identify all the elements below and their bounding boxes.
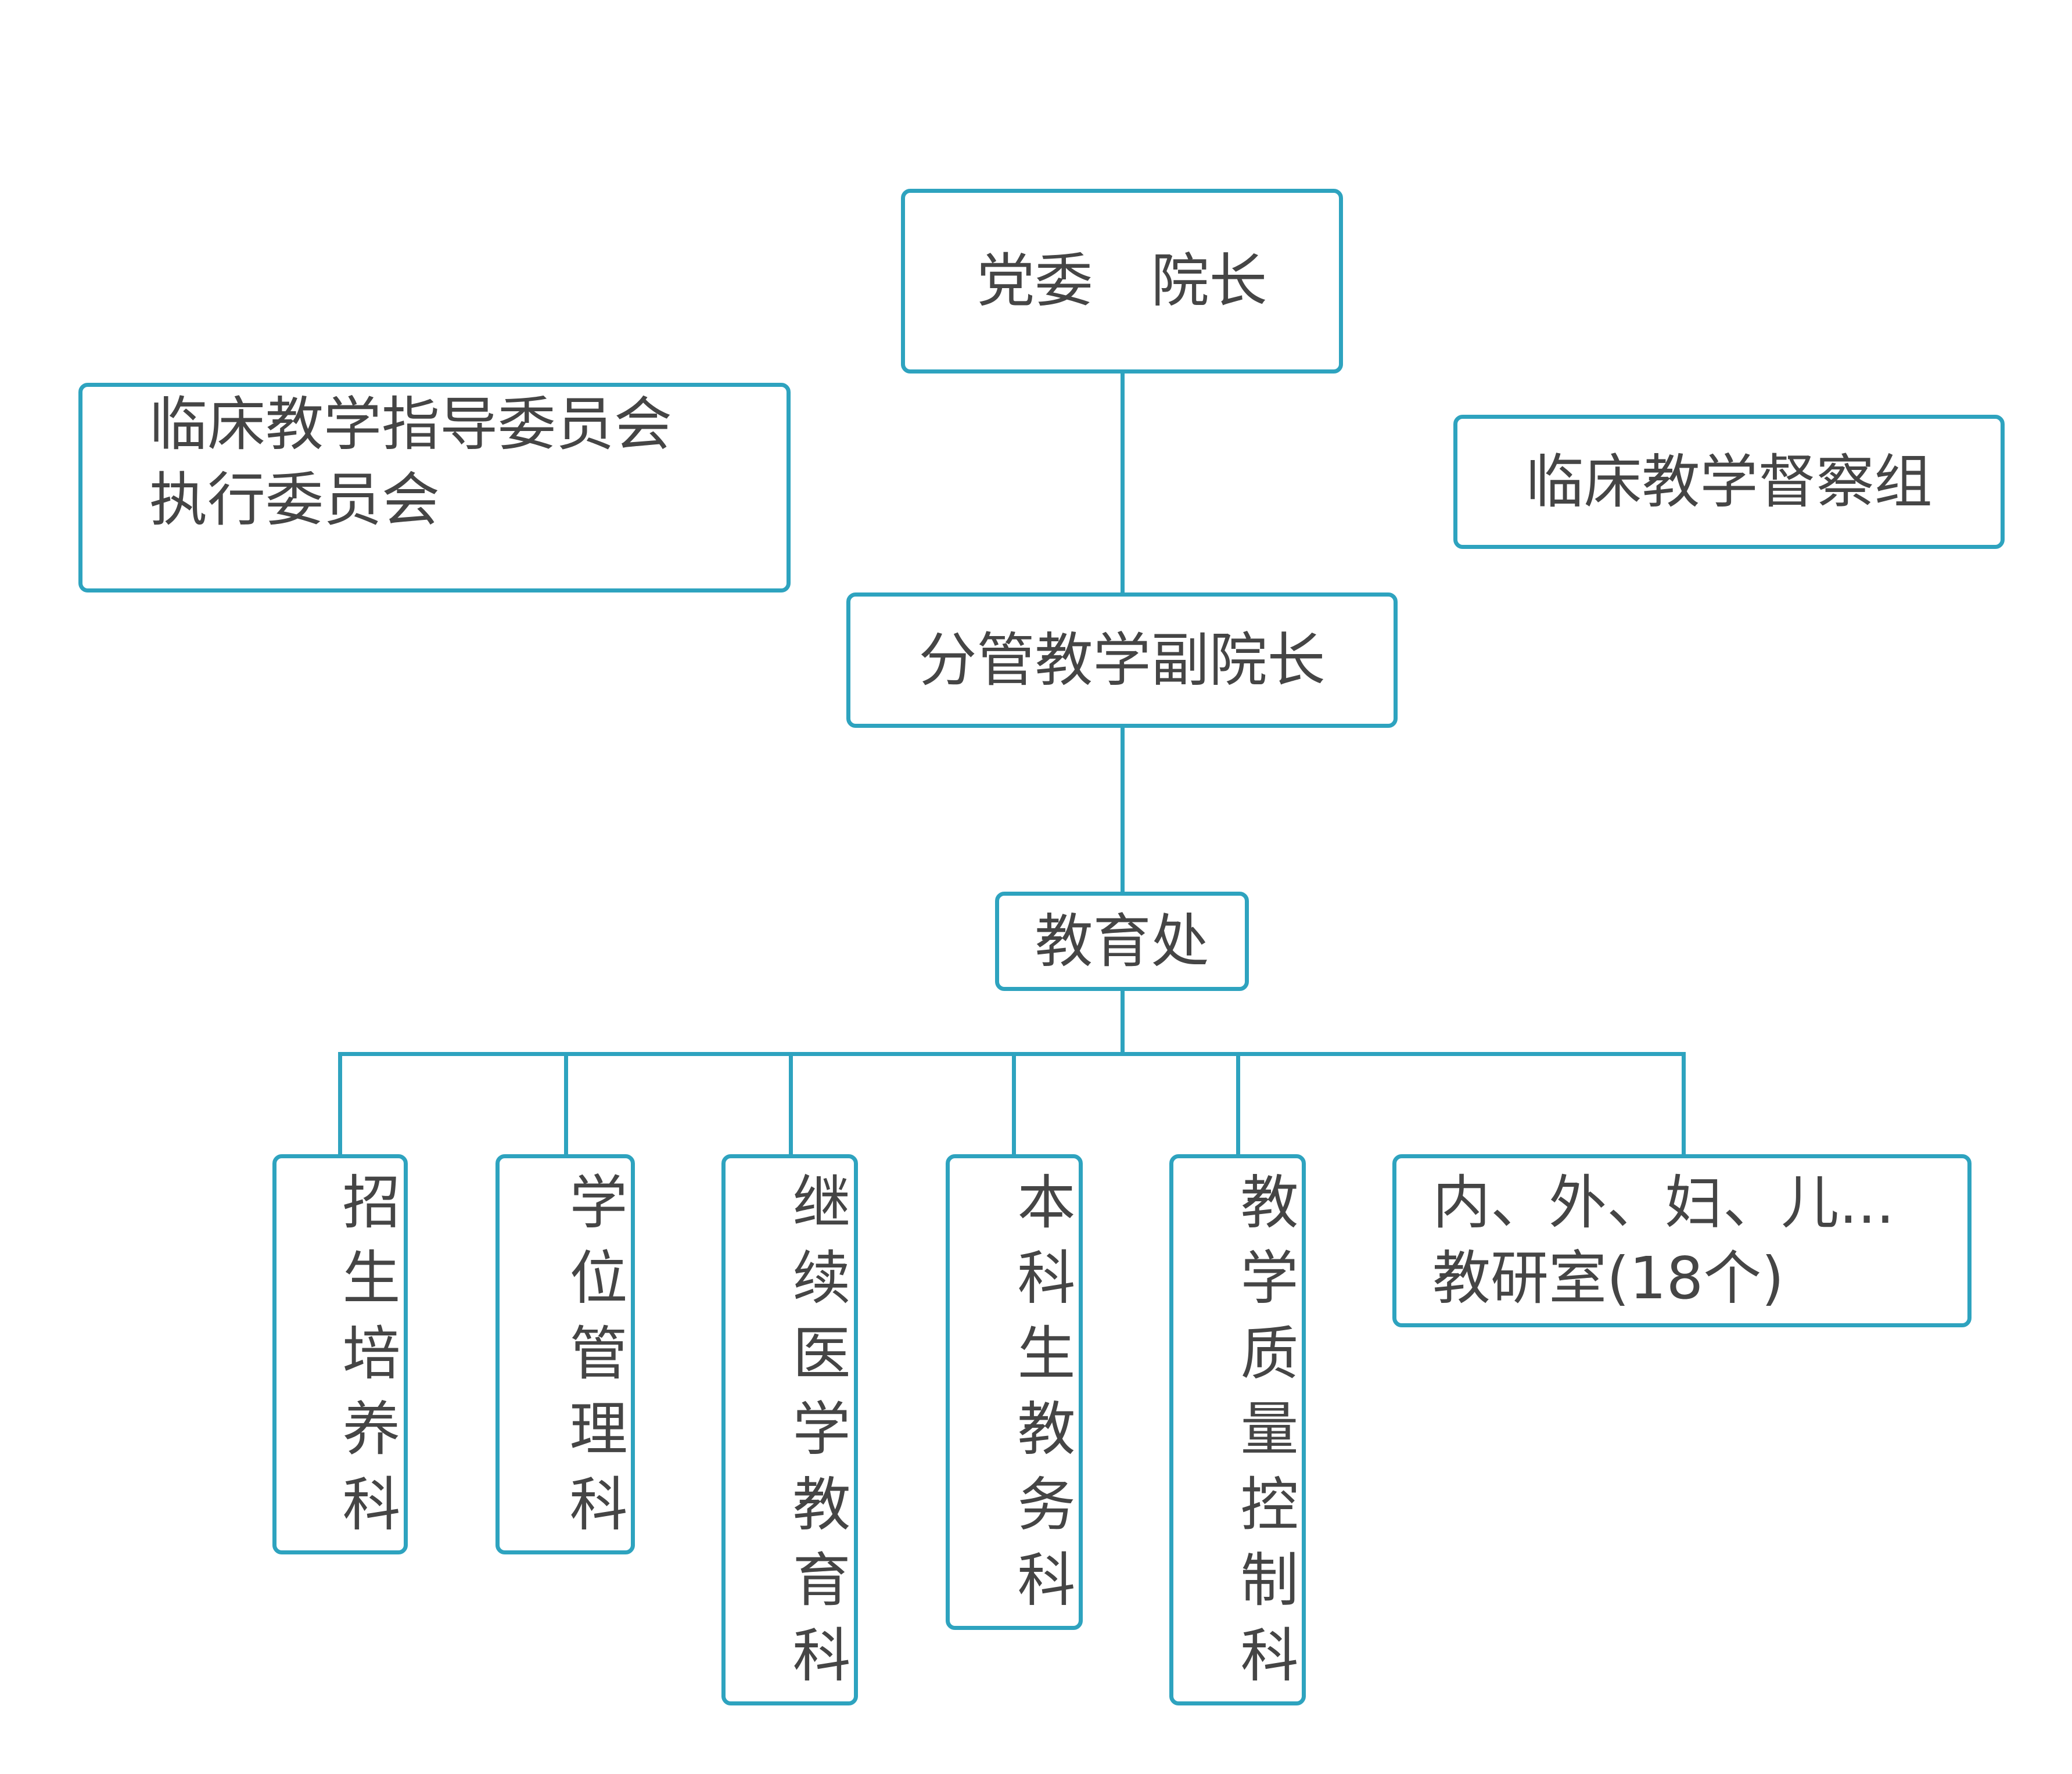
- node-label: 学位管理科: [559, 1171, 627, 1549]
- connector-top-vice: [1121, 374, 1125, 594]
- node-label: 招生培养科: [332, 1171, 400, 1549]
- node-label-line1: 临床教学指导委员会: [149, 390, 672, 458]
- node-label: 临床教学督察组: [1525, 447, 1933, 516]
- node-label: 继续医学教育科: [782, 1171, 850, 1700]
- connector-office-bus: [1121, 991, 1125, 1056]
- node-teaching-research-offices: 内、外、妇、儿... 教研室(18个): [1392, 1154, 1972, 1327]
- node-label: 教育处: [1035, 907, 1209, 975]
- node-party-president: 党委 院长: [901, 189, 1343, 374]
- node-teaching-guidance-committee: 临床教学指导委员会 执行委员会: [78, 383, 791, 592]
- connector-dept-1: [338, 1052, 342, 1157]
- node-dept-continuing-education: 继续医学教育科: [721, 1154, 858, 1705]
- node-label-line2: 执行委员会: [149, 466, 440, 534]
- connector-dept-4: [1012, 1052, 1016, 1157]
- node-dept-quality-control: 教学质量控制科: [1169, 1154, 1306, 1705]
- connector-teaching: [1682, 1052, 1686, 1157]
- node-vice-president: 分管教学副院长: [846, 592, 1398, 728]
- node-label: 本科生教务科: [1007, 1171, 1075, 1625]
- node-label-line1: 内、外、妇、儿...: [1432, 1169, 1895, 1237]
- node-label: 教学质量控制科: [1230, 1171, 1298, 1700]
- connector-dept-3: [789, 1052, 793, 1157]
- node-dept-undergraduate: 本科生教务科: [946, 1154, 1083, 1630]
- node-label: 党委 院长: [976, 247, 1267, 315]
- node-dept-degree: 学位管理科: [495, 1154, 635, 1554]
- node-dept-admissions: 招生培养科: [272, 1154, 408, 1554]
- connector-dept-5: [1236, 1052, 1240, 1157]
- node-label: 分管教学副院长: [918, 626, 1326, 694]
- node-supervision-group: 临床教学督察组: [1453, 415, 2005, 549]
- connector-vice-office: [1121, 728, 1125, 893]
- connector-dept-2: [564, 1052, 568, 1157]
- node-label-line2: 教研室(18个): [1432, 1244, 1784, 1312]
- node-education-office: 教育处: [995, 892, 1249, 991]
